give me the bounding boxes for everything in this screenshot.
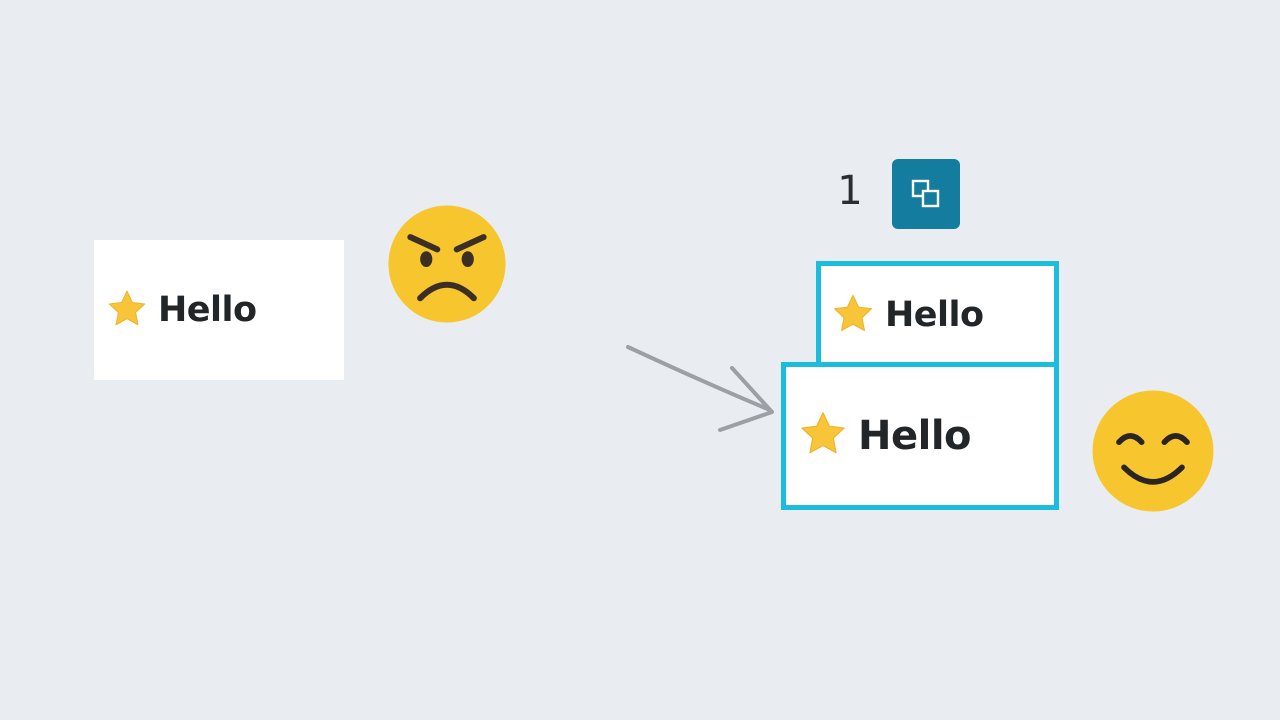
card-label: Hello [858,413,972,459]
card-label: Hello [885,295,984,335]
overlapping-squares-icon [911,179,940,208]
hello-card-selected-small[interactable]: Hello [816,261,1059,369]
hello-card-selected-large[interactable]: Hello [781,362,1059,510]
card-label: Hello [158,290,257,330]
smiling-face-icon [1092,390,1214,512]
group-button[interactable] [892,159,960,229]
star-icon [833,294,873,332]
star-icon [801,412,845,454]
hello-card-unselected[interactable]: Hello [94,240,344,380]
angry-face-icon [388,205,506,323]
selection-count: 1 [837,168,863,214]
star-icon [108,290,146,326]
arrow-icon [626,345,774,432]
